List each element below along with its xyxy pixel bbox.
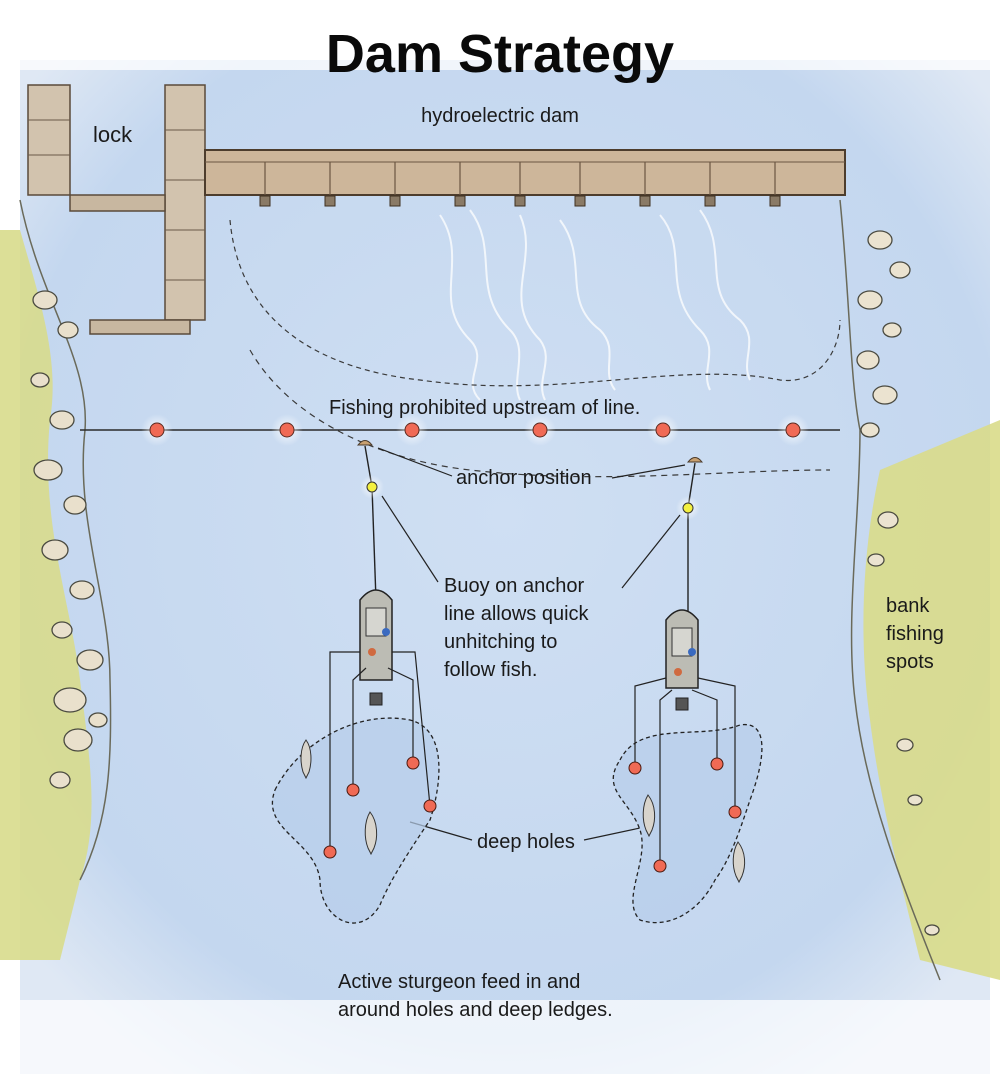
boat-icon bbox=[665, 609, 699, 711]
boat-icon bbox=[359, 589, 393, 706]
deep-hole-right bbox=[612, 724, 763, 924]
label-lock: lock bbox=[93, 122, 133, 147]
rock-icon bbox=[856, 230, 940, 936]
deep-hole-left bbox=[271, 717, 440, 924]
turbine-outflow bbox=[439, 209, 751, 401]
diagram-title: Dam Strategy bbox=[326, 24, 674, 84]
float-buoy-icon bbox=[141, 414, 809, 446]
label-buoy: Buoy on anchor line allows quick unhitch… bbox=[444, 575, 594, 681]
label-sturgeon: Active sturgeon feed in and around holes… bbox=[338, 971, 613, 1021]
label-dam: hydroelectric dam bbox=[421, 105, 579, 127]
right-bank-edge bbox=[839, 199, 941, 981]
river-water bbox=[20, 60, 990, 1074]
anchor-buoy-icon bbox=[360, 475, 700, 520]
boil-line bbox=[229, 219, 841, 387]
boundary-dash bbox=[249, 349, 831, 478]
dam-structure bbox=[204, 149, 846, 207]
label-holes: deep holes bbox=[477, 831, 575, 853]
lock-structure bbox=[27, 84, 206, 335]
right-bank bbox=[863, 420, 1000, 980]
rock-icon bbox=[30, 290, 108, 789]
label-prohibited: Fishing prohibited upstream of line. bbox=[329, 397, 640, 419]
bottom-fade bbox=[0, 1000, 1000, 1074]
label-anchor: anchor position bbox=[456, 467, 592, 489]
bait-weight-icon bbox=[323, 756, 742, 873]
sturgeon-icon bbox=[300, 739, 746, 884]
label-bank: bank fishing spots bbox=[886, 595, 949, 673]
leader-lines bbox=[377, 447, 686, 841]
anchor-icon bbox=[356, 440, 704, 463]
fishing-lines bbox=[329, 651, 736, 866]
